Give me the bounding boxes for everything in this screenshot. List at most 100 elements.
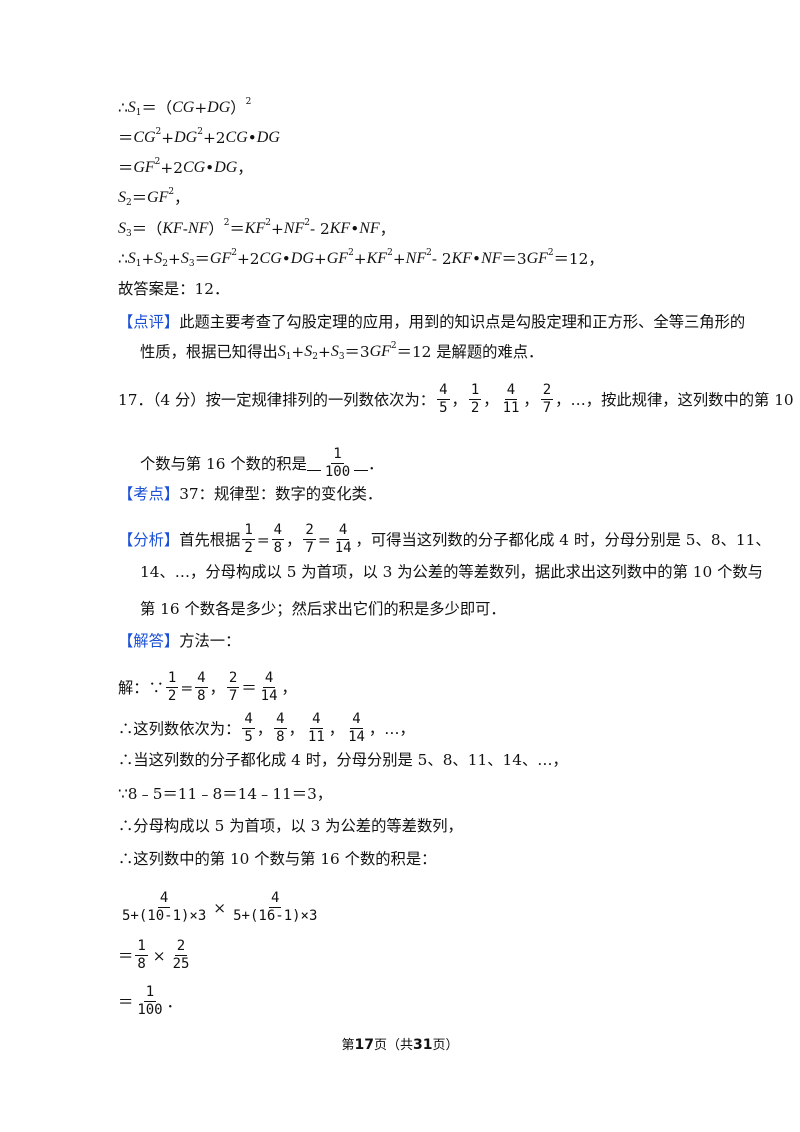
page-footer: 第17页（共31页） [0, 1034, 800, 1053]
text-segment: 1 [135, 108, 142, 118]
text-segment: 2 [197, 127, 203, 137]
text-segment: 2 [547, 248, 554, 258]
text-segment: ＝12， [553, 250, 604, 268]
text-segment: 3 [338, 352, 345, 362]
text-segment: ＝（ [141, 99, 173, 117]
math-variable: S [277, 343, 286, 360]
math-variable: S [127, 99, 136, 116]
text-line: ∴这列数中的第 10 个数与第 16 个数的积是： [118, 849, 436, 869]
text-segment: ∴ [118, 250, 128, 268]
text-segment: + [161, 129, 175, 147]
text-segment: 个数与第 16 个数的积是 [140, 454, 307, 473]
text-segment: ． [166, 992, 182, 1011]
text-segment: 37：规律型：数字的变化类． [179, 485, 383, 503]
page-total: 31 [413, 1037, 433, 1053]
text-segment: ， [174, 189, 190, 207]
text-segment: - [182, 220, 188, 238]
denominator: 8 [276, 729, 285, 745]
text-segment: ＝ [229, 220, 245, 238]
denominator: 100 [324, 464, 351, 480]
text-segment: • [281, 250, 291, 268]
denominator: 5+(16-1)×3 [233, 908, 318, 924]
denominator: 11 [502, 400, 520, 416]
math-variable: CG [225, 129, 248, 146]
text-segment: 2 [162, 259, 169, 269]
denominator: 5 [439, 400, 448, 416]
numerator: 4 [269, 890, 282, 908]
section-label: 【考点】 [118, 485, 180, 503]
text-segment: • [247, 129, 257, 147]
text-segment: ＝ [241, 678, 257, 697]
math-variable: DG [256, 129, 280, 146]
text-segment: ，可得当这列数的分子都化成 4 时，分母分别是 5、8、11、 [355, 530, 771, 549]
math-variable: NF [481, 250, 502, 267]
text-segment: 3 [188, 259, 195, 269]
numerator: 1 [143, 984, 157, 1002]
text-segment: ＝12 是解题的难点． [396, 343, 544, 361]
text-segment: ＝ [194, 250, 210, 268]
math-variable: S [118, 220, 126, 237]
math-variable: KF [366, 250, 388, 267]
text-segment: - 2 [309, 220, 330, 238]
text-segment: • [205, 159, 215, 177]
text-segment: 2 [155, 127, 162, 137]
numerator: 4 [157, 890, 171, 908]
numerator: 2 [226, 670, 240, 688]
footer-text: 页） [432, 1038, 459, 1053]
text-segment: ， [209, 678, 225, 697]
text-segment: ＝ [131, 189, 148, 207]
text-segment: ， [281, 678, 297, 697]
text-line: ∴当这列数的分子都化成 4 时，分母分别是 5、8、11、14、…， [118, 750, 568, 770]
math-variable: S [118, 189, 126, 206]
math-variable: KF [162, 220, 183, 237]
denominator: 2 [167, 688, 177, 704]
text-segment: ＝ [118, 946, 134, 965]
text-segment: = [180, 678, 194, 697]
text-line: 【点评】此题主要考查了勾股定理的应用，用到的知识点是勾股定理和正方形、全等三角形… [118, 312, 745, 332]
text-segment: + [291, 343, 305, 361]
section-label: 【分析】 [118, 530, 180, 549]
numerator: 4 [242, 711, 255, 729]
math-variable: NF [283, 220, 305, 237]
text-segment: ， [451, 390, 467, 409]
text-segment: +2 [160, 159, 183, 177]
text-segment: 14、…，分母构成以 5 为首项，以 3 为公差的等差数列，据此求出这列数中的第… [140, 563, 763, 581]
text-segment: ， [286, 530, 302, 549]
text-segment: ， [288, 719, 304, 738]
math-variable: GF [326, 250, 349, 267]
text-line: 第 16 个数各是多少；然后求出它们的积是多少即可． [140, 599, 506, 619]
text-segment: 此题主要考查了勾股定理的应用，用到的知识点是勾股定理和正方形、全等三角形的 [179, 313, 746, 331]
math-variable: DG [174, 129, 198, 146]
text-segment: 性质，根据已知得出 [140, 343, 278, 361]
text-segment: 1 [135, 259, 142, 269]
text-segment: ＝ [118, 159, 134, 177]
section-label: 【解答】 [118, 632, 180, 650]
text-segment: ， [523, 390, 539, 409]
text-segment: ∴这列数依次为： [118, 719, 241, 738]
text-segment: ∵8﹣5＝11﹣8＝14﹣11＝3， [118, 785, 333, 803]
denominator: 2 [470, 400, 480, 416]
math-variable: GF [526, 250, 548, 267]
denominator: 8 [273, 540, 283, 556]
text-segment: 第 16 个数各是多少；然后求出它们的积是多少即可． [140, 600, 506, 618]
math-variable: NF [187, 220, 209, 237]
text-segment: 2 [304, 218, 310, 228]
